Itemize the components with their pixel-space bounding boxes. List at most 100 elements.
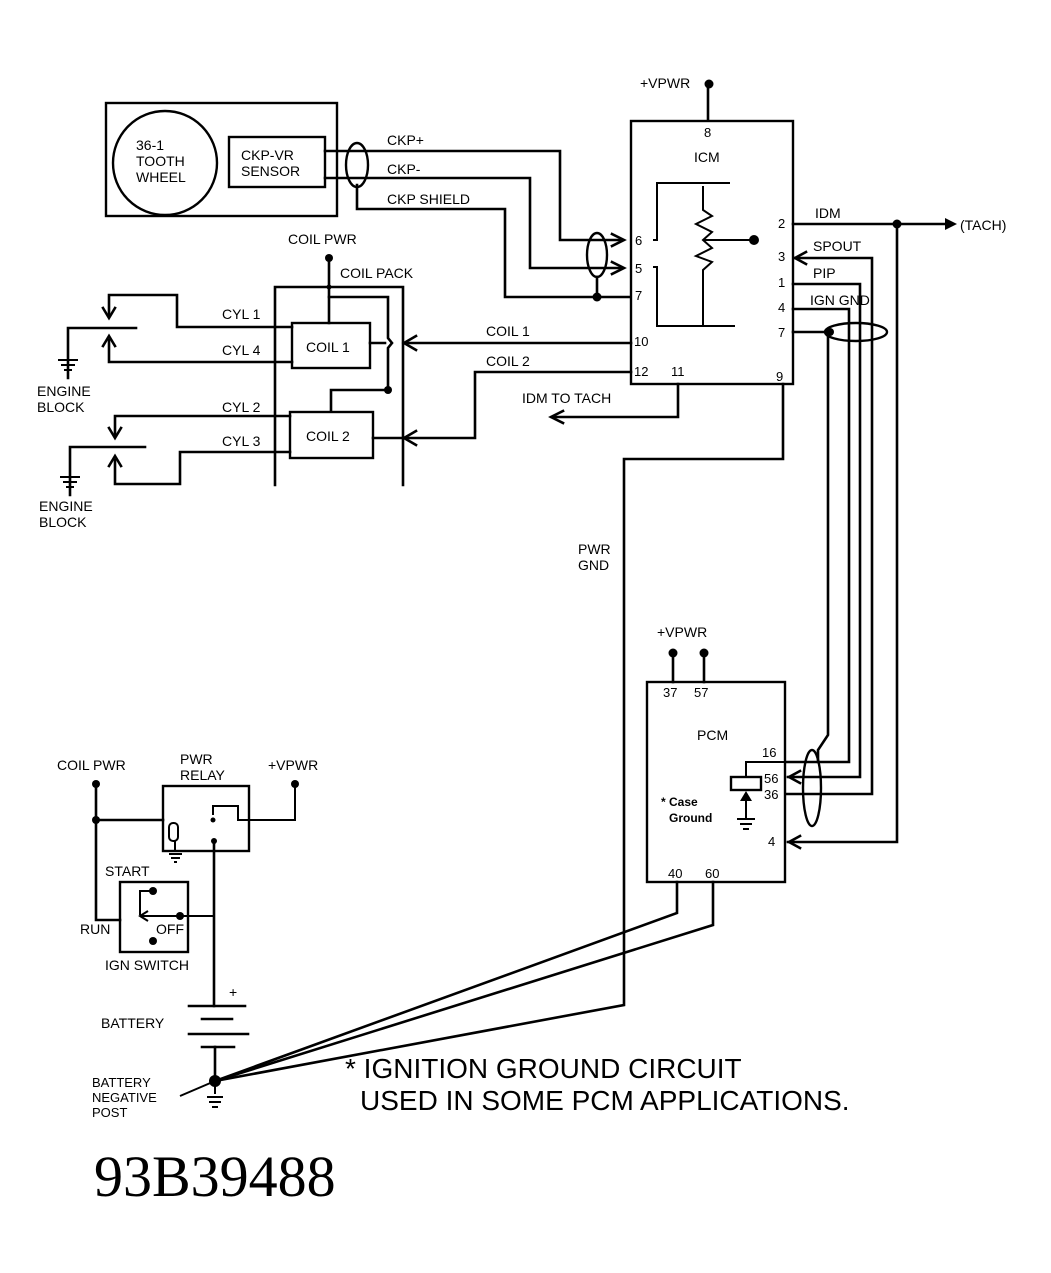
relay-label-1: PWR	[180, 751, 213, 767]
ign-gnd-wire	[784, 307, 851, 764]
switch-start-label: START	[105, 863, 150, 879]
plug-gap-line	[66, 326, 138, 380]
coil-pack-label: COIL PACK	[340, 265, 414, 281]
icm-module: +VPWR 8 ICM 6 5 7 10 12 11 9 2 3 1 4 7	[629, 75, 795, 386]
switch-contact-dot	[149, 937, 157, 945]
pcm-pin-37: 37	[663, 685, 677, 700]
power-terminal-dot	[668, 648, 678, 658]
ckp-wires: CKP+ CKP- CKP SHIELD	[323, 132, 632, 302]
ground-icon	[207, 1096, 223, 1108]
coil-pwr-label-2: COIL PWR	[57, 757, 126, 773]
relay-contact-dot	[210, 817, 216, 823]
plug-gap-line	[68, 445, 147, 497]
ckp-minus-label: CKP-	[387, 161, 421, 177]
arrow-icon	[786, 834, 802, 850]
spout-label: SPOUT	[813, 238, 862, 254]
leader-line	[179, 1080, 216, 1097]
twisted-pair-shield-icon	[344, 141, 370, 189]
arrow-icon	[792, 250, 808, 266]
coil-2-label: COIL 2	[306, 428, 350, 444]
pcm-pin-57: 57	[694, 685, 708, 700]
relay-vpwr-label: +VPWR	[268, 757, 318, 773]
ckp-shield-label: CKP SHIELD	[387, 191, 470, 207]
switch-run-label: RUN	[80, 921, 110, 937]
crank-housing-box	[104, 101, 339, 218]
ign-switch-label: IGN SWITCH	[105, 957, 189, 973]
pcm-module: +VPWR 37 57 PCM 16 56 36 4 40 60 * Case …	[213, 624, 787, 1083]
icm-pin-10: 10	[634, 334, 648, 349]
arrow-icon	[101, 333, 117, 348]
pcm-pin-36: 36	[764, 787, 778, 802]
arrow-icon	[548, 409, 565, 425]
engine-block-label-2: BLOCK	[39, 514, 87, 530]
internal-trace	[653, 182, 730, 241]
coil-pwr-feed-wire	[94, 782, 122, 922]
ign-gnd-label: IGN GND	[810, 292, 870, 308]
junction-dot	[326, 284, 332, 290]
junction-dot	[749, 235, 759, 245]
arrow-icon	[401, 429, 418, 447]
arrow-icon	[107, 426, 123, 441]
arrow-icon	[945, 218, 957, 230]
twisted-pair-shield-icon	[823, 321, 889, 343]
ground-icon	[737, 818, 755, 830]
coil-1-box	[290, 321, 372, 370]
internal-component-icon	[729, 775, 763, 792]
icm-pin-2: 2	[778, 216, 785, 231]
icm-signal-wires: (TACH) IDM SPOUT PIP IGN GND	[784, 205, 1006, 850]
shield-wire	[791, 330, 830, 764]
switch-contact-dot	[149, 887, 157, 895]
wheel-label-2: TOOTH	[136, 153, 185, 169]
relay-label-2: RELAY	[180, 767, 226, 783]
footnote-line-2: USED IN SOME PCM APPLICATIONS.	[360, 1085, 850, 1116]
internal-trace	[653, 266, 735, 327]
coil2-pwr-wire	[329, 388, 390, 412]
engine-block-label-2: BLOCK	[37, 399, 85, 415]
coil-1-label: COIL 1	[306, 339, 350, 355]
ckp-plus-wire	[323, 149, 624, 242]
ckp-minus-wire	[323, 176, 624, 270]
tach-label: (TACH)	[960, 217, 1006, 233]
battery-neg-label-3: POST	[92, 1105, 127, 1120]
idm-pcm-wire	[786, 222, 899, 844]
icm-pin-7-right: 7	[778, 325, 785, 340]
pcm-title: PCM	[697, 727, 728, 743]
coil-pack: COIL PWR COIL PACK COIL 1 COIL 2	[273, 231, 414, 487]
cyl-1-wire	[107, 293, 294, 329]
power-terminal-dot	[704, 79, 714, 89]
cyl-4-wire	[107, 338, 294, 364]
cyl-1-label: CYL 1	[222, 306, 261, 322]
icm-pin-11: 11	[671, 364, 685, 379]
ckp-sensor-box	[227, 135, 327, 189]
pcm-vpwr-label: +VPWR	[657, 624, 707, 640]
pcm-pin-4: 4	[768, 834, 775, 849]
internal-trace	[745, 761, 786, 776]
pcm-pin-60-ground-wire	[213, 880, 715, 1083]
junction-dot	[592, 292, 602, 302]
engine-block-label-1: ENGINE	[37, 383, 91, 399]
pcm-pin-40: 40	[668, 866, 682, 881]
pcm-box	[645, 680, 787, 884]
battery-neg-label-1: BATTERY	[92, 1075, 151, 1090]
arrow-icon	[138, 910, 149, 922]
cyl-3-wire	[113, 450, 292, 486]
relay-switch-trace	[212, 784, 296, 821]
coil-2-feed-label: COIL 2	[486, 353, 530, 369]
engine-block-label-1: ENGINE	[39, 498, 93, 514]
twisted-pair-shield-icon	[801, 748, 823, 828]
coil-pack-outline	[273, 285, 405, 487]
pcm-pin-60: 60	[705, 866, 719, 881]
diode-icon	[740, 791, 752, 801]
case-ground-label-2: Ground	[669, 811, 712, 825]
arrow-icon	[107, 453, 123, 468]
icm-vpwr-label: +VPWR	[640, 75, 690, 91]
tooth-wheel-icon	[111, 109, 219, 217]
arrow-icon	[610, 232, 627, 248]
switch-off-label: OFF	[156, 921, 184, 937]
icm-pin-8: 8	[704, 125, 711, 140]
cyl-3-label: CYL 3	[222, 433, 261, 449]
cyl-4-label: CYL 4	[222, 342, 261, 358]
spark-plugs: CYL 1 CYL 4 CYL 2 CYL 3 ENGINE BLOCK ENG…	[37, 293, 294, 530]
pwr-relay-box	[161, 784, 251, 853]
